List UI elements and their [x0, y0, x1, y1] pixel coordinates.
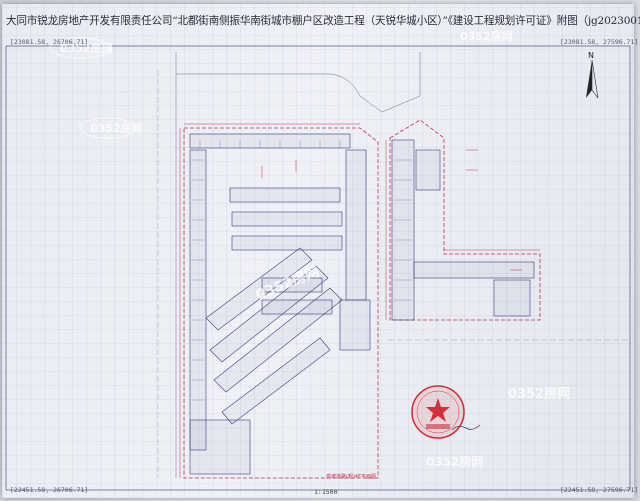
building-east-upper [345, 149, 367, 301]
building-east-mid [339, 299, 371, 351]
north-arrow-label: N [588, 51, 594, 60]
coord-bottom-right: [22451.58, 27596.71] [560, 486, 639, 494]
building-southwest [189, 419, 251, 475]
building-diagonal-1 [205, 247, 313, 331]
buildings [189, 133, 535, 475]
watermark-bottom: 0352房网 [426, 454, 483, 469]
watermark-lower-right: 0352房网 [508, 386, 570, 402]
svg-text:0352房网: 0352房网 [60, 41, 113, 55]
building-east-south-row [413, 261, 535, 279]
dimension-marks [179, 123, 540, 478]
coord-top-left: [2308​1.58, 26706.71] [10, 38, 89, 46]
building-east-tower [391, 139, 415, 321]
watermark-top-left: 0352房网 [49, 37, 113, 59]
svg-text:0352房网: 0352房网 [460, 29, 513, 43]
official-stamp [411, 385, 465, 439]
building-row-2 [231, 211, 343, 227]
building-diagonal-3 [213, 287, 343, 393]
svg-text:0352房网: 0352房网 [508, 386, 570, 402]
diagonal-buildings [205, 247, 343, 425]
drawing-sheet [2, 4, 634, 498]
site-boundary-east [389, 119, 541, 321]
watermark-upper-right: 0352房网 [460, 29, 513, 43]
building-north [189, 133, 351, 149]
coord-top-right: [23081.58, 27596.71] [560, 38, 639, 46]
building-row-1 [229, 187, 341, 203]
building-east-corner [493, 279, 531, 317]
building-row-3 [231, 235, 343, 251]
interior-hatching [192, 140, 412, 401]
drawing-scale: 1:1500 [314, 488, 338, 496]
site-boundary-west [183, 127, 379, 479]
svg-text:0352房网: 0352房网 [426, 454, 483, 469]
svg-text:0352房网: 0352房网 [90, 121, 143, 135]
building-diagonal-2 [209, 265, 329, 363]
drawing-frame [5, 45, 631, 491]
building-diagonal-4 [221, 337, 331, 425]
document-title: 大同市锐龙房地产开发有限责任公司“北都街南侧振华南街城市棚户区改造工程（天锐华城… [6, 15, 640, 27]
north-arrow [586, 59, 599, 99]
floor-plan-note: 高坡道路(粗)4F平面图 [326, 474, 376, 480]
watermark-left: 0352房网 [79, 117, 143, 139]
road-outline-top [175, 52, 421, 113]
building-east-annex [415, 149, 441, 191]
signature-mark [451, 424, 481, 431]
coord-bottom-left: [22451.58, 26706.71] [10, 486, 89, 494]
